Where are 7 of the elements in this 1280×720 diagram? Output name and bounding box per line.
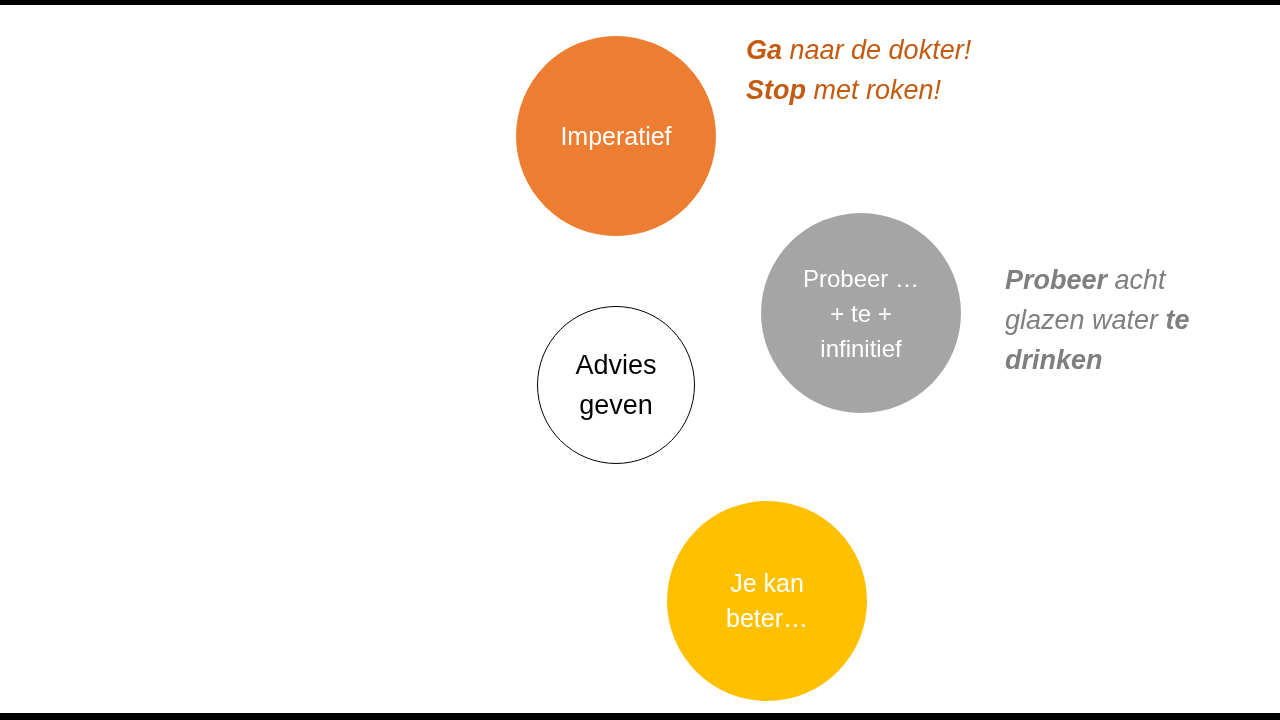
example-sentence: Stop met roken! <box>746 74 943 107</box>
example-sentence: Probeer acht glazen water te drinken <box>1005 264 1191 377</box>
circle-label: Je kan beter… <box>725 568 809 634</box>
example-sentence: Ga naar de dokter! <box>746 34 973 67</box>
circle-label: Imperatief <box>560 120 672 152</box>
circle-label: Advies geven <box>574 349 658 422</box>
circle-label: Probeer … + te + infinitief <box>801 263 921 364</box>
